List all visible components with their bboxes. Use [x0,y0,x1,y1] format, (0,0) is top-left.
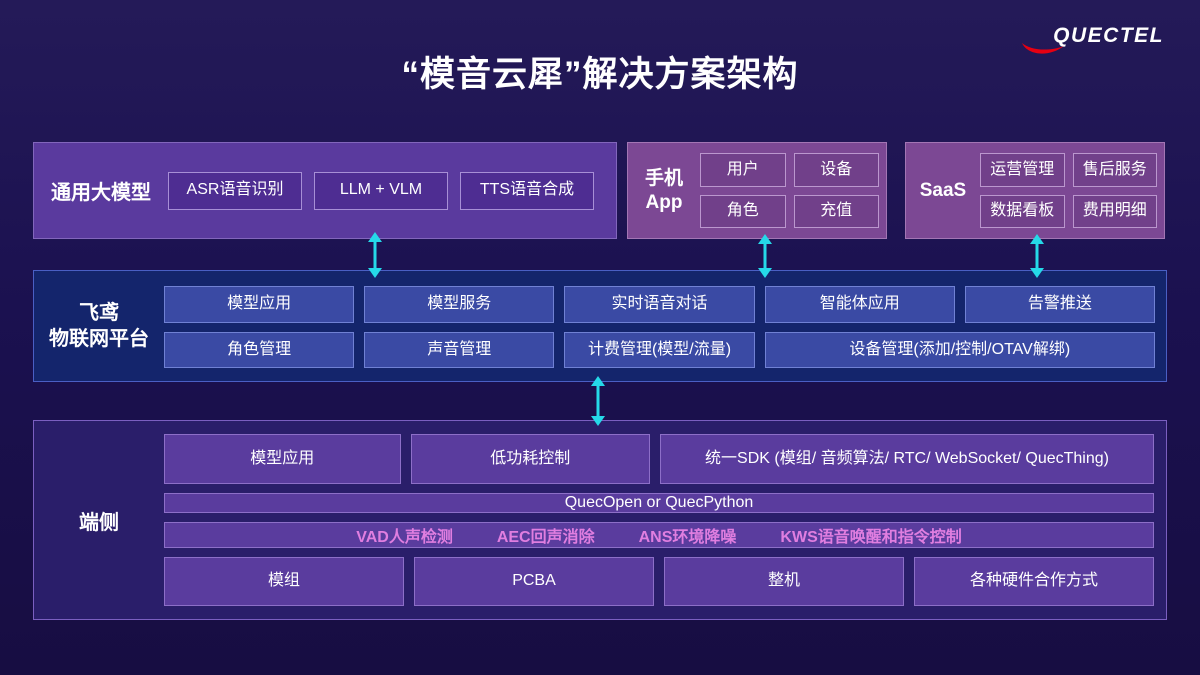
quectel-logo: QUECTEL [1022,24,1164,58]
chip-quecopen: QuecOpen or QuecPython [164,492,1154,513]
general-model-label: 通用大模型 [51,182,151,204]
logo-swoosh-icon [1022,43,1064,54]
algo-ans: ANS环境降噪 [638,528,737,546]
flow-arrow-icon [591,376,605,426]
chip-low-power: 低功耗控制 [410,434,651,484]
phone-app-label-line1: 手机 [644,167,683,189]
chip-hw-cooperation: 各种硬件合作方式 [914,556,1154,606]
device-box: 端侧 模型应用 低功耗控制 统一SDK (模组/ 音频算法/ RTC/ WebS… [33,420,1167,620]
chip-pcba: PCBA [414,556,654,606]
phone-app-box: 手机 App 用户 设备 角色 充值 [627,142,887,239]
device-label: 端侧 [79,511,119,534]
platform-label-line1: 飞鸢 [79,302,119,324]
chip-dev-model-app: 模型应用 [164,434,401,484]
chip-voice-mgmt: 声音管理 [364,331,555,368]
flow-arrow-icon [368,232,382,278]
chip-unified-sdk: 统一SDK (模组/ 音频算法/ RTC/ WebSocket/ QuecThi… [660,434,1154,484]
chip-device-mgmt: 设备管理(添加/控制/OTAV解绑) [764,331,1155,368]
platform-band: 飞鸢 物联网平台 模型应用 模型服务 实时语音对话 智能体应用 告警推送 角色管… [33,270,1167,382]
chip-model-service: 模型服务 [364,286,555,323]
saas-label: SaaS [906,153,980,228]
chip-module: 模组 [164,556,404,606]
device-row4: 模组 PCBA 整机 各种硬件合作方式 [164,556,1154,606]
device-rows: 模型应用 低功耗控制 统一SDK (模组/ 音频算法/ RTC/ WebSock… [164,434,1154,606]
flow-arrow-icon [1030,234,1044,278]
chip-alert-push: 告警推送 [964,286,1155,323]
phone-app-label-line2: App [645,191,683,213]
chip-user: 用户 [700,153,786,187]
chip-asr: ASR语音识别 [168,171,302,210]
chip-role-mgmt: 角色管理 [164,331,355,368]
algo-vad: VAD人声检测 [356,528,453,546]
chip-operation: 运营管理 [980,153,1065,187]
flow-arrow-icon [758,234,772,278]
page-title: “模音云犀”解决方案架构 [401,55,799,94]
chip-dashboard: 数据看板 [980,194,1065,228]
phone-app-label: 手机 App [628,153,700,228]
chip-billing-mgmt: 计费管理(模型/流量) [564,331,755,368]
saas-box: SaaS 运营管理 售后服务 数据看板 费用明细 [905,142,1165,239]
general-model-box: 通用大模型 ASR语音识别 LLM + VLM TTS语音合成 [33,142,617,239]
chip-recharge: 充值 [793,194,879,228]
chip-model-app: 模型应用 [164,286,355,323]
logo-text: QUECTEL [1053,24,1164,47]
chip-agent-app: 智能体应用 [764,286,955,323]
chip-device: 设备 [793,153,879,187]
chip-complete-machine: 整机 [664,556,904,606]
phone-app-items: 用户 设备 角色 充值 [700,153,879,228]
saas-label-text: SaaS [919,179,967,201]
chip-llm-vlm: LLM + VLM [314,171,448,210]
chip-role: 角色 [700,194,786,228]
algo-aec: AEC回声消除 [496,528,595,546]
chip-aftersales: 售后服务 [1072,153,1157,187]
saas-items: 运营管理 售后服务 数据看板 费用明细 [980,153,1157,228]
platform-items: 模型应用 模型服务 实时语音对话 智能体应用 告警推送 角色管理 声音管理 计费… [164,286,1155,368]
device-row1: 模型应用 低功耗控制 统一SDK (模组/ 音频算法/ RTC/ WebSock… [164,434,1154,484]
algo-kws: KWS语音唤醒和指令控制 [780,528,962,546]
chip-tts: TTS语音合成 [460,171,594,210]
general-model-items: ASR语音识别 LLM + VLM TTS语音合成 [168,171,616,210]
chip-realtime-voice: 实时语音对话 [564,286,755,323]
chip-billing-detail: 费用明细 [1072,194,1157,228]
audio-algorithms-bar: VAD人声检测 AEC回声消除 ANS环境降噪 KWS语音唤醒和指令控制 [164,521,1154,548]
platform-label-line2: 物联网平台 [49,328,149,350]
platform-label: 飞鸢 物联网平台 [34,271,164,381]
